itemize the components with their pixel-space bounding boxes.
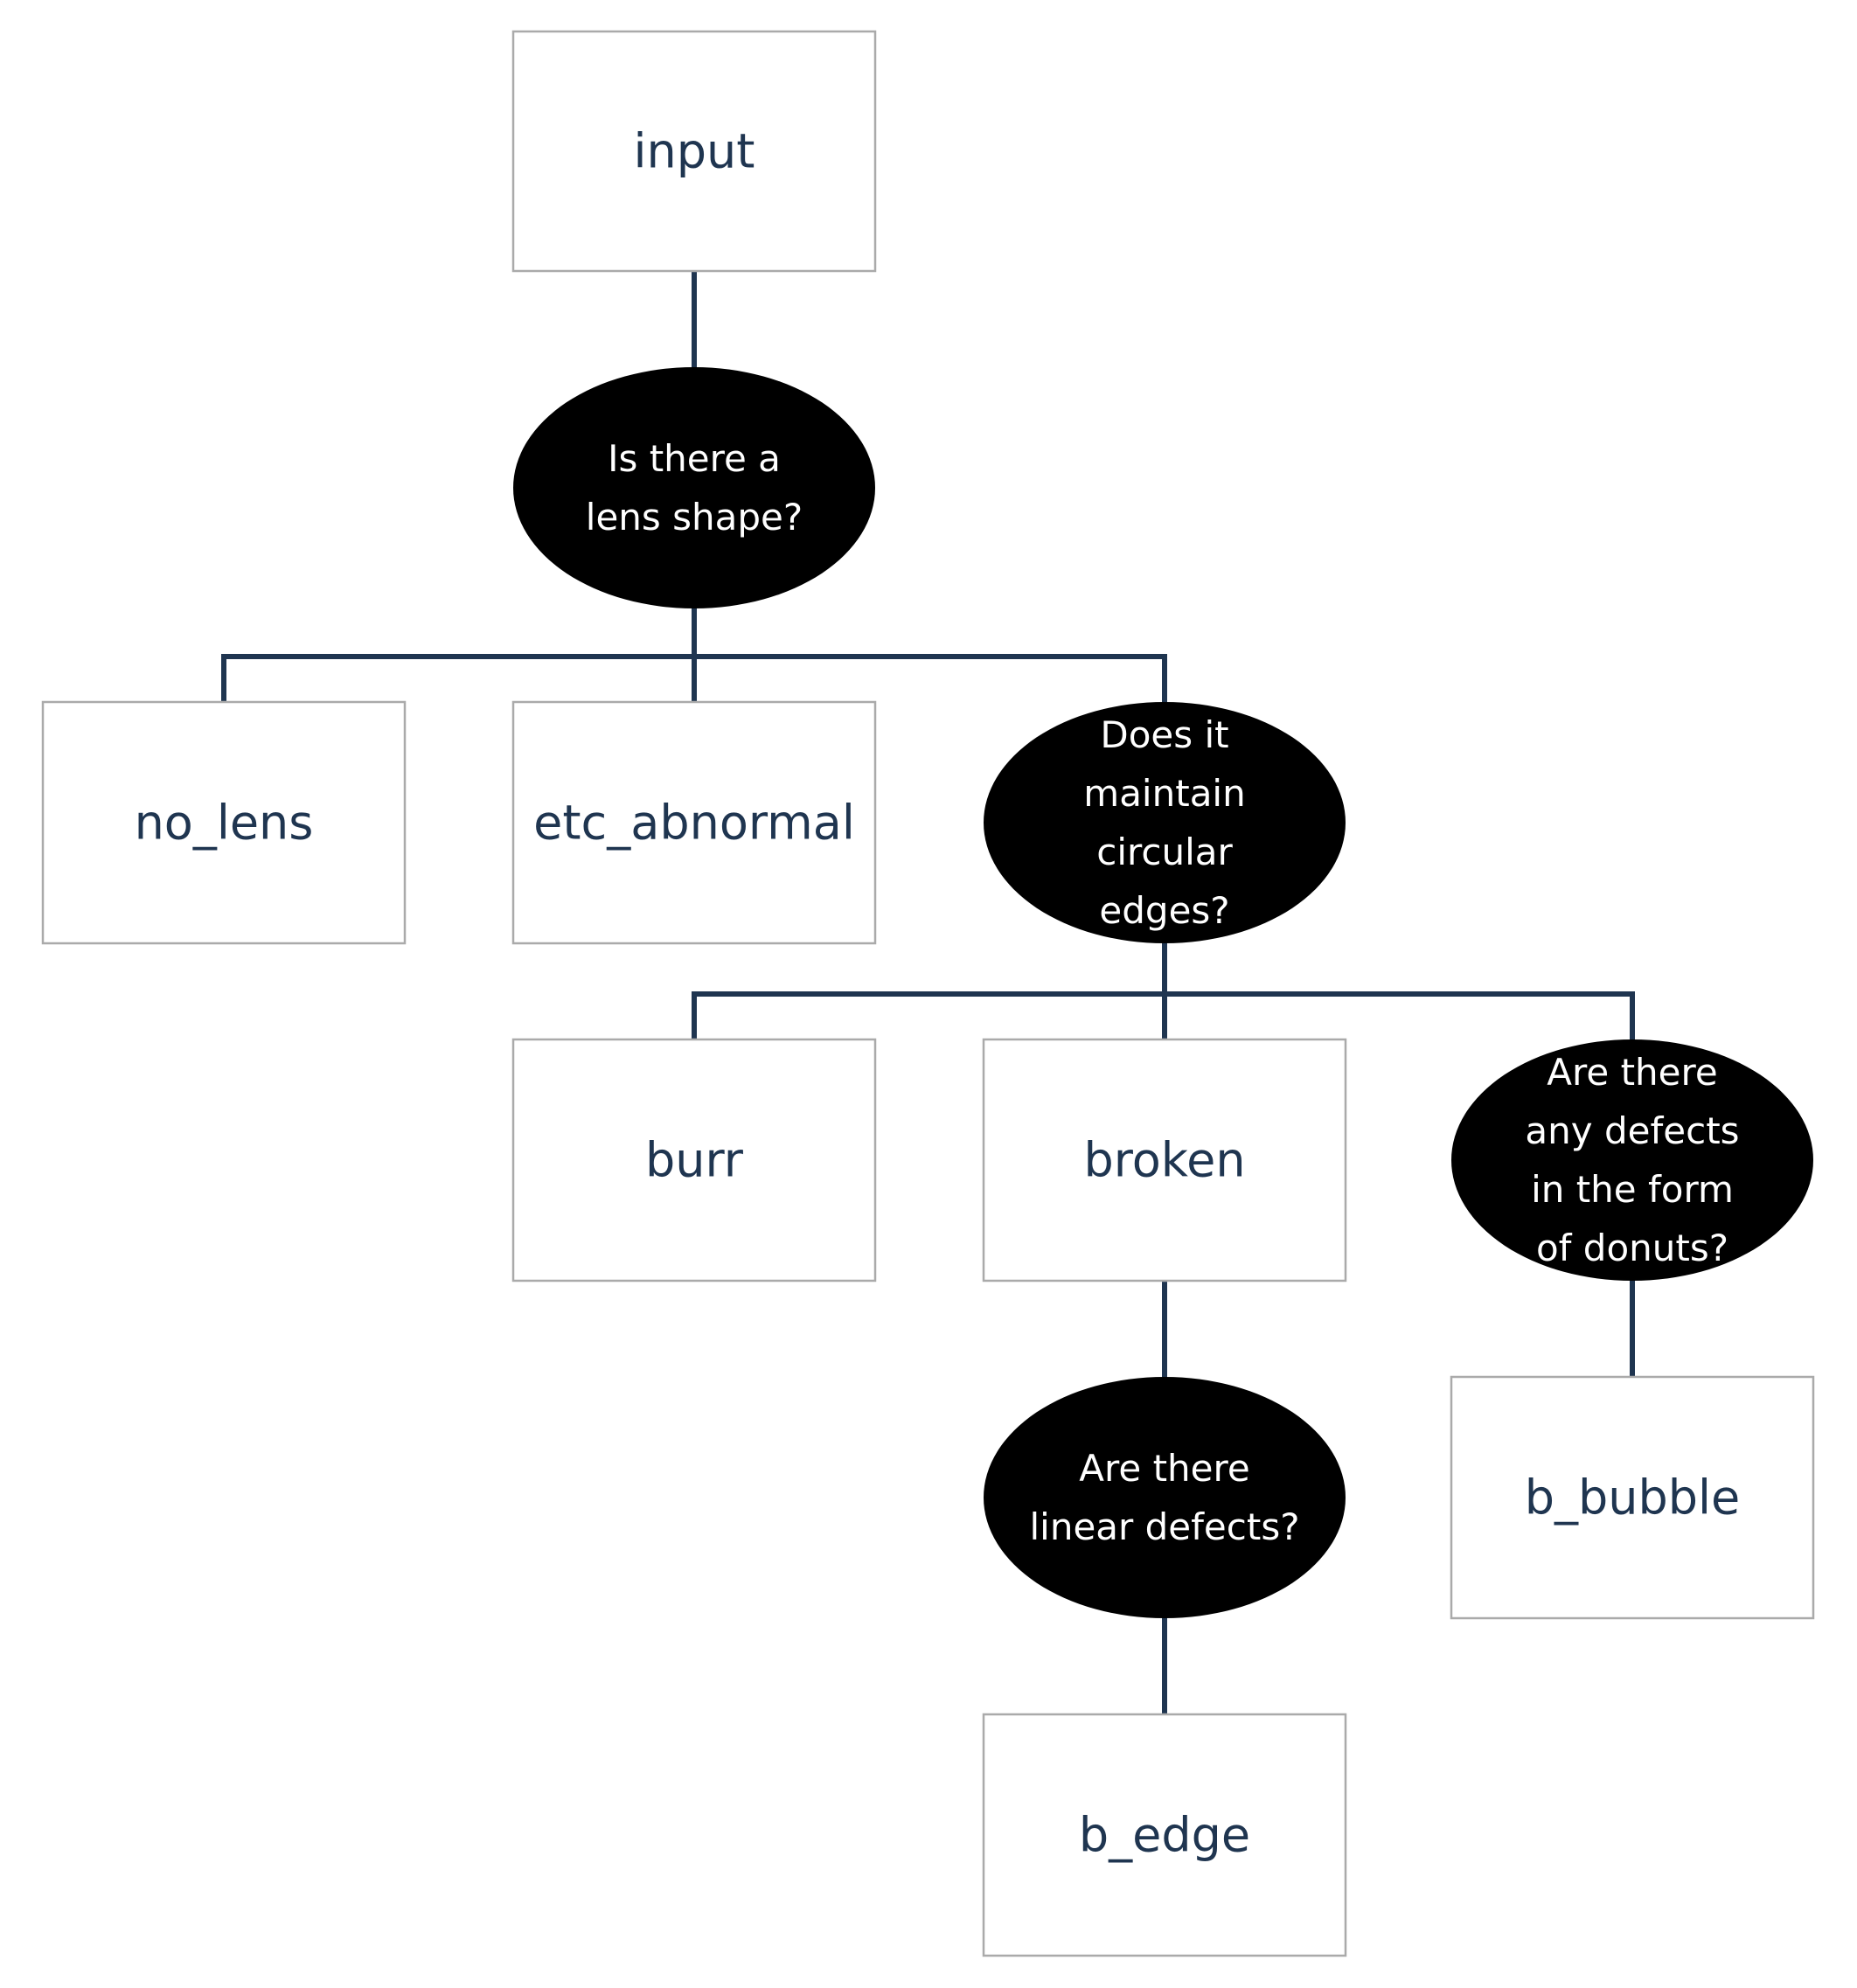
decision-label-line: circular <box>1096 831 1233 873</box>
decision-label-line: lens shape? <box>586 496 803 539</box>
connectors <box>221 268 1635 1717</box>
decision-node-q-donuts: Are there any defects in the form of donuts… <box>1451 1039 1813 1281</box>
decision-node-q-linear: Are there linear defects? <box>984 1377 1346 1618</box>
box-shape <box>511 1038 877 1282</box>
box-node-burr: burr <box>511 1038 877 1282</box>
box-node-b-edge: b_edge <box>982 1713 1347 1957</box>
decision-shape <box>984 702 1346 943</box>
decision-label-line: linear defects? <box>1029 1505 1299 1548</box>
box-label: b_edge <box>1079 1808 1250 1863</box>
box-label: broken <box>1083 1133 1245 1188</box>
decision-label-line: Is there a <box>608 437 781 480</box>
box-node-etc-abnormal: etc_abnormal <box>511 700 877 945</box>
box-label: input <box>634 124 755 179</box>
decision-label-line: maintain <box>1083 772 1245 815</box>
decision-shape <box>984 1377 1346 1618</box>
box-shape <box>41 700 407 945</box>
decision-label-line: edges? <box>1099 889 1229 932</box>
box-label: b_bubble <box>1525 1470 1741 1526</box>
box-label: burr <box>645 1133 744 1188</box>
nodes: input Is there a lens shape? no_lens etc_abn… <box>41 30 1815 1957</box>
box-node-broken: broken <box>982 1038 1347 1282</box>
decision-label-line: Does it <box>1100 713 1228 756</box>
box-shape <box>982 1038 1347 1282</box>
box-shape <box>982 1713 1347 1957</box>
decision-label-line: any defects <box>1525 1109 1739 1152</box>
decision-shape <box>1451 1039 1813 1281</box>
box-shape <box>511 30 877 273</box>
box-node-b-bubble: b_bubble <box>1450 1375 1815 1620</box>
box-label: etc_abnormal <box>533 796 855 851</box>
decision-node-q-circular: Does it maintain circular edges? <box>984 702 1346 943</box>
box-label: no_lens <box>135 796 314 851</box>
box-node-input: input <box>511 30 877 273</box>
decision-label-line: Are there <box>1547 1051 1717 1094</box>
decision-label-line: Are there <box>1079 1447 1249 1490</box>
box-node-no-lens: no_lens <box>41 700 407 945</box>
decision-shape <box>513 367 875 608</box>
decision-label-line: in the form <box>1531 1168 1734 1211</box>
box-shape <box>511 700 877 945</box>
box-shape <box>1450 1375 1815 1620</box>
decision-label-line: of donuts? <box>1536 1227 1728 1269</box>
decision-node-q-lens: Is there a lens shape? <box>513 367 875 608</box>
